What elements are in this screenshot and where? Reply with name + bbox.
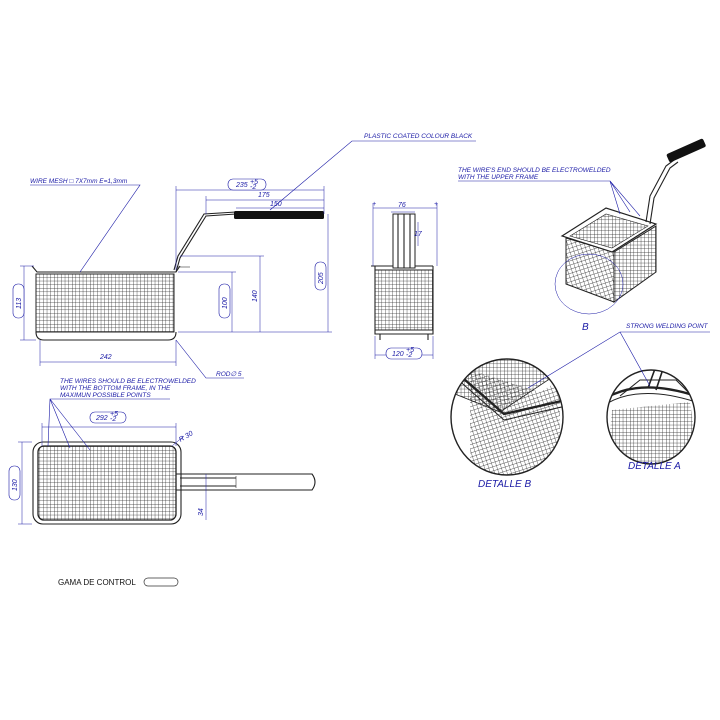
svg-text:+: + <box>372 201 376 208</box>
iso-mesh-side <box>613 225 657 303</box>
dim-175: 175 <box>258 192 270 199</box>
dim-100: 100 <box>222 297 229 309</box>
svg-text:+5: +5 <box>110 411 118 418</box>
dim-120: 120 <box>392 351 404 358</box>
dim-113: 113 <box>16 298 23 309</box>
note-rod: ROD∅ 5 <box>216 371 242 378</box>
front-view <box>31 211 324 341</box>
dim-242: 242 <box>99 354 112 361</box>
gama-de-control-box <box>143 577 179 587</box>
front-mesh <box>35 273 175 333</box>
dim-34: 34 <box>198 508 205 516</box>
svg-text:-2: -2 <box>110 416 116 423</box>
dim-150: 150 <box>270 201 282 208</box>
note-bottom-weld-2: WITH THE BOTTOM FRAME, IN THE <box>60 385 171 392</box>
svg-text:-2: -2 <box>406 352 412 359</box>
svg-text:-2: -2 <box>250 184 256 191</box>
note-plastic-coated: PLASTIC COATED COLOUR BLACK <box>364 133 473 140</box>
svg-text:+5: +5 <box>406 347 414 354</box>
detail-a: DETALLE A <box>606 369 696 472</box>
note-wire-mesh: WIRE MESH □ 7X7mm E=1,3mm <box>30 178 128 185</box>
dim-17: 17 <box>414 231 423 238</box>
detalle-a-label: DETALLE A <box>628 461 681 472</box>
note-bottom-weld-3: MAXIMUN POSSIBLE POINTS <box>60 392 151 399</box>
gama-de-control-label: GAMA DE CONTROL <box>58 578 136 587</box>
svg-text:+5: +5 <box>250 179 258 186</box>
top-mesh <box>37 445 177 521</box>
note-wires-end: THE WIRE'S END SHOULD BE ELECTROWELDED <box>458 167 611 174</box>
top-view <box>32 441 316 525</box>
dim-205: 205 <box>318 272 325 285</box>
iso-handle-grip <box>666 138 706 163</box>
front-dimensions: 235 +5 -2 175 150 113 100 140 205 <box>12 178 332 366</box>
side-dimensions: + + 76 17 120 +5 -2 <box>372 201 438 360</box>
note-strong-weld: STRONG WELDING POINT <box>626 323 709 330</box>
top-dimensions: 292 +5 -2 R 30 130 34 <box>8 411 207 525</box>
dim-235: 235 <box>235 182 248 189</box>
annotations: PLASTIC COATED COLOUR BLACK WIRE MESH □ … <box>30 133 710 451</box>
front-handle-grip <box>234 211 324 219</box>
dim-130: 130 <box>12 479 19 491</box>
dim-r30: R 30 <box>178 430 194 444</box>
control-range: GAMA DE CONTROL <box>58 577 179 587</box>
detail-b: DETALLE B <box>450 358 564 490</box>
dim-292: 292 <box>95 415 108 422</box>
note-wires-end-2: WITH THE UPPER FRAME <box>458 174 539 181</box>
detalle-b-label: DETALLE B <box>478 479 531 490</box>
svg-text:+: + <box>434 201 438 208</box>
note-bottom-weld-1: THE WIRES SHOULD BE ELECTROWELDED <box>60 378 196 385</box>
side-mesh <box>374 269 434 331</box>
view-b-label: B <box>582 322 589 333</box>
dim-140: 140 <box>252 290 259 302</box>
dim-76: 76 <box>398 202 406 209</box>
side-view <box>371 213 434 340</box>
isometric-view: B <box>554 138 706 333</box>
